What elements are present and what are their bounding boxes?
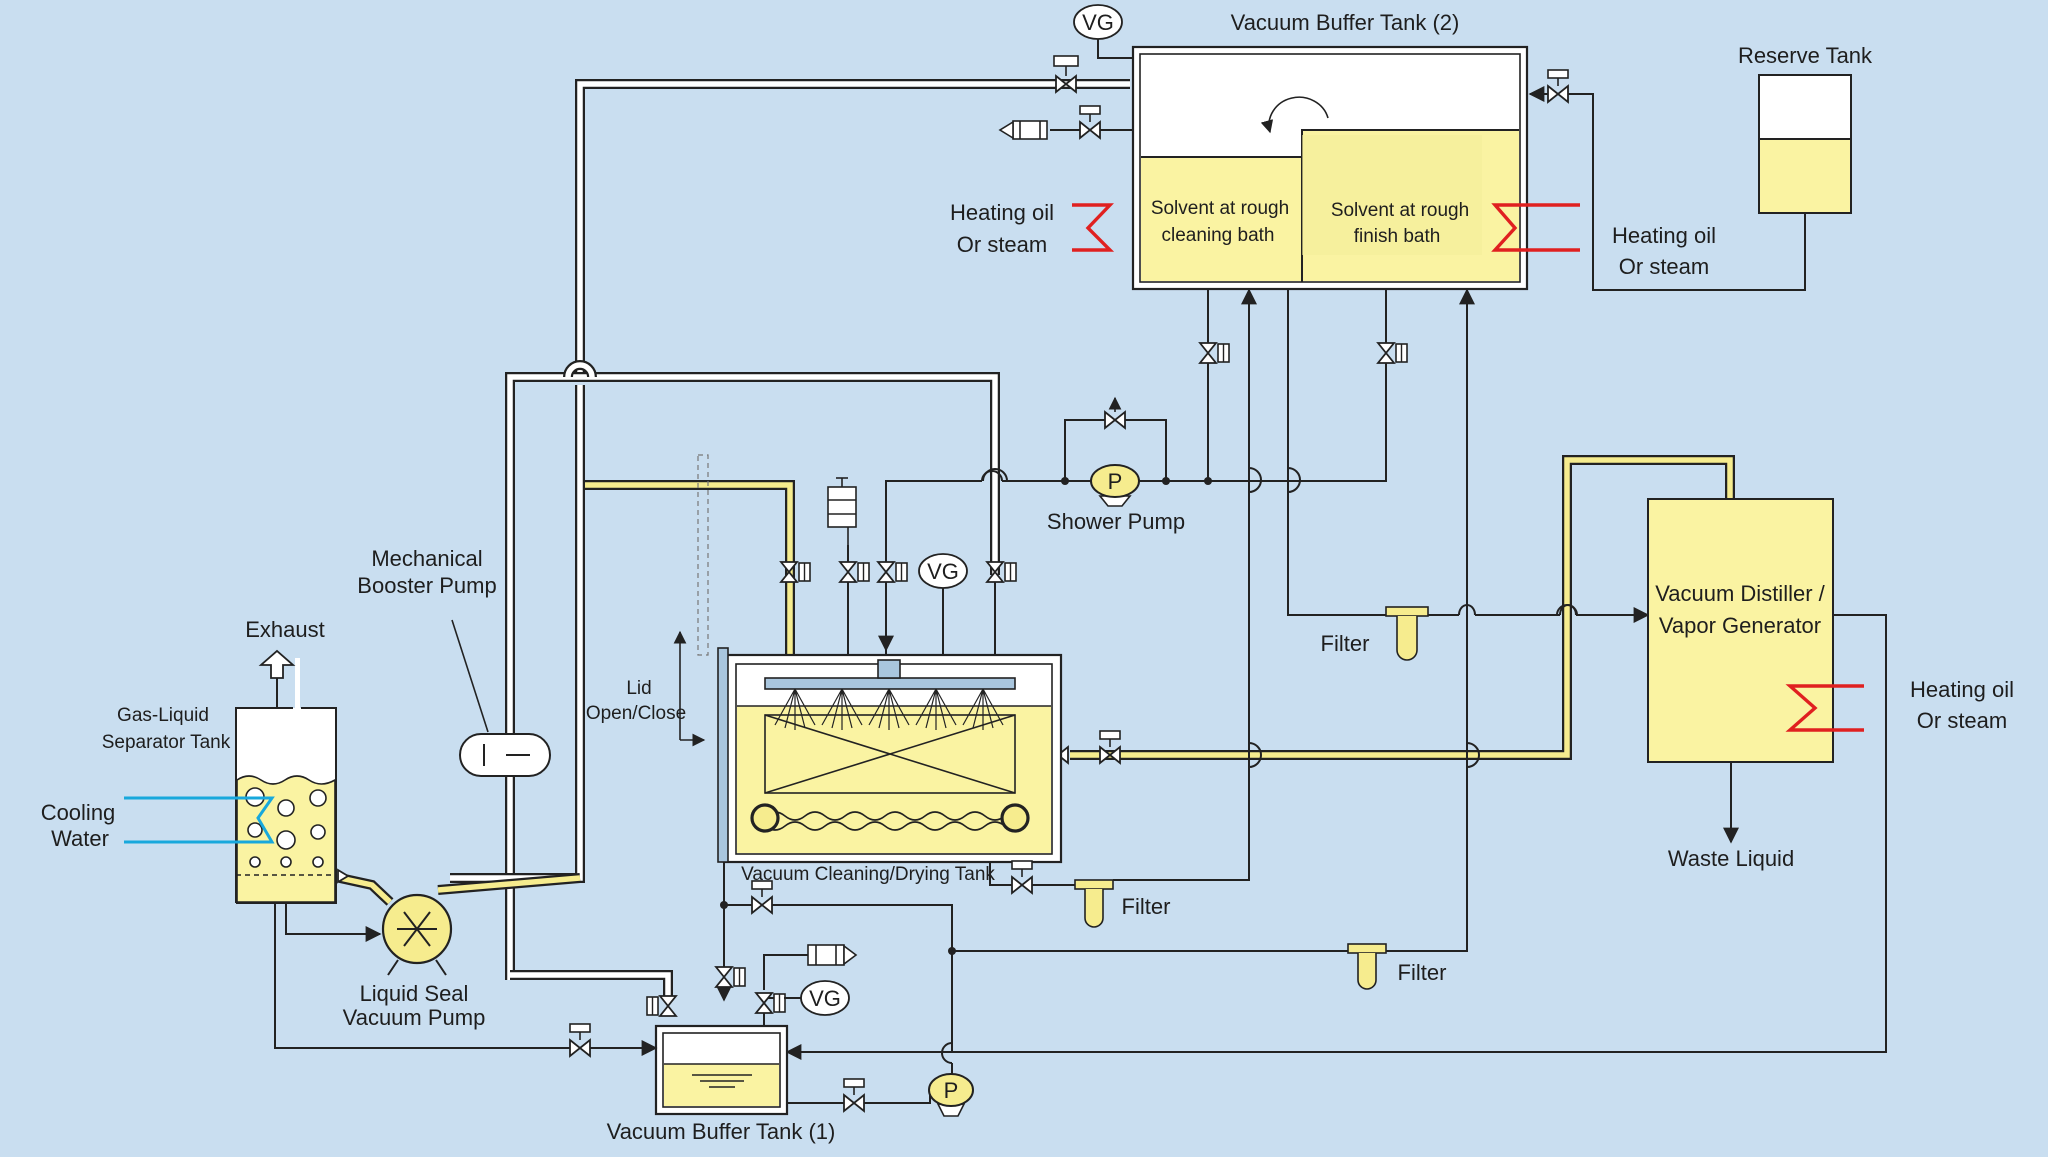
heating-distiller-label-2: Or steam [1917, 708, 2007, 733]
vacuum-cleaning-drying-tank [697, 454, 1063, 864]
reserve-tank-label: Reserve Tank [1738, 43, 1873, 68]
shower-pump[interactable] [1090, 464, 1140, 507]
vacuum-gauge-bottom [800, 980, 850, 1016]
filter-top-label: Filter [1321, 631, 1370, 656]
buffer-inlet-valve[interactable] [715, 966, 746, 988]
mechanical-booster-label-2: Booster Pump [357, 573, 496, 598]
shower-pump-p: P [1108, 469, 1123, 494]
vg-top-label: VG [1082, 10, 1114, 35]
buffer-drain-valve[interactable] [843, 1078, 865, 1112]
buffer-bypass-valve[interactable] [751, 880, 773, 914]
separator-drain-valve[interactable] [569, 1023, 591, 1057]
filter-top [1385, 606, 1429, 661]
bottom-pump[interactable] [928, 1073, 974, 1117]
lid-label-2: Open/Close [586, 703, 686, 724]
mechanical-booster-label-1: Mechanical [371, 546, 482, 571]
heating-left-label-1: Heating oil [950, 200, 1054, 225]
filter-middle-label: Filter [1122, 894, 1171, 919]
heating-coil-right [1491, 203, 1580, 252]
vacuum-buffer-tank-2 [1131, 45, 1529, 291]
vg-main-label: VG [927, 559, 959, 584]
waste-liquid-label: Waste Liquid [1668, 846, 1794, 871]
lid-label-1: Lid [626, 678, 651, 699]
liquid-seal-vacuum-pump[interactable] [381, 893, 453, 976]
filter-middle [1074, 879, 1114, 928]
pump-outlet-arrow [337, 868, 350, 884]
top-pipe-valve[interactable] [1053, 55, 1079, 93]
heating-right-label-2: Or steam [1619, 254, 1709, 279]
liquid-seal-label-2: Vacuum Pump [343, 1005, 486, 1030]
shower-pump-bypass-valve[interactable] [1104, 396, 1126, 429]
vent-valve[interactable] [1079, 105, 1101, 139]
vapor-inlet-arrow [1056, 745, 1069, 765]
drain-valve-right[interactable] [1377, 342, 1408, 364]
exhaust-label: Exhaust [245, 617, 325, 642]
shower-pump-label: Shower Pump [1047, 509, 1185, 534]
gas-liquid-separator-tank [235, 658, 337, 904]
vent-valve-tank[interactable] [839, 561, 870, 583]
distiller-label-2: Vapor Generator [1659, 613, 1821, 638]
cooling-water-coil [124, 796, 275, 844]
heating-coil-left [1072, 203, 1115, 252]
vapor-line-valve[interactable] [1099, 730, 1121, 764]
vg-line-valve[interactable] [755, 992, 786, 1014]
vacuum-buffer-tank-1 [654, 1024, 789, 1116]
vapor-pipes-yellow [338, 455, 1735, 906]
filter-bottom [1347, 943, 1387, 990]
reserve-tank [1758, 74, 1852, 214]
bottom-pump-p: P [944, 1078, 959, 1103]
reserve-tank-valve[interactable] [1547, 69, 1569, 103]
mechanical-booster-pump[interactable] [459, 733, 551, 777]
vacuum-buffer-tank-2-label: Vacuum Buffer Tank (2) [1231, 10, 1460, 35]
vacuum-buffer-tank-1-label: Vacuum Buffer Tank (1) [607, 1119, 836, 1144]
heating-left-label-2: Or steam [957, 232, 1047, 257]
solvent-cleaning-label-2: cleaning bath [1161, 225, 1274, 246]
filter-bottom-label: Filter [1398, 960, 1447, 985]
solvent-cleaning-label-1: Solvent at rough [1151, 198, 1289, 219]
exhaust-arrow-icon [258, 649, 296, 679]
cooling-label-1: Cooling [41, 800, 116, 825]
heating-right-label-1: Heating oil [1612, 223, 1716, 248]
liquid-seal-label-1: Liquid Seal [360, 981, 469, 1006]
vg-bottom-label: VG [809, 986, 841, 1011]
heating-distiller-label-1: Heating oil [1910, 677, 2014, 702]
heating-coil-distiller [1785, 684, 1864, 732]
buffer-tank-1-valve[interactable] [646, 995, 677, 1017]
tank-drain-valve[interactable] [1011, 860, 1033, 894]
vent-silencer [827, 486, 857, 528]
distiller-label-1: Vacuum Distiller / [1655, 581, 1825, 606]
solvent-finish-label-1: Solvent at rough [1331, 200, 1469, 221]
solvent-finish-label-2: finish bath [1354, 226, 1441, 247]
cleaning-tank-label: Vacuum Cleaning/Drying Tank [741, 864, 995, 885]
drain-valve-left[interactable] [1199, 342, 1230, 364]
shower-inlet-valve[interactable] [877, 561, 908, 583]
cooling-label-2: Water [51, 826, 109, 851]
gas-liquid-label-1: Gas-Liquid [117, 705, 209, 726]
gas-liquid-label-2: Separator Tank [102, 732, 231, 753]
